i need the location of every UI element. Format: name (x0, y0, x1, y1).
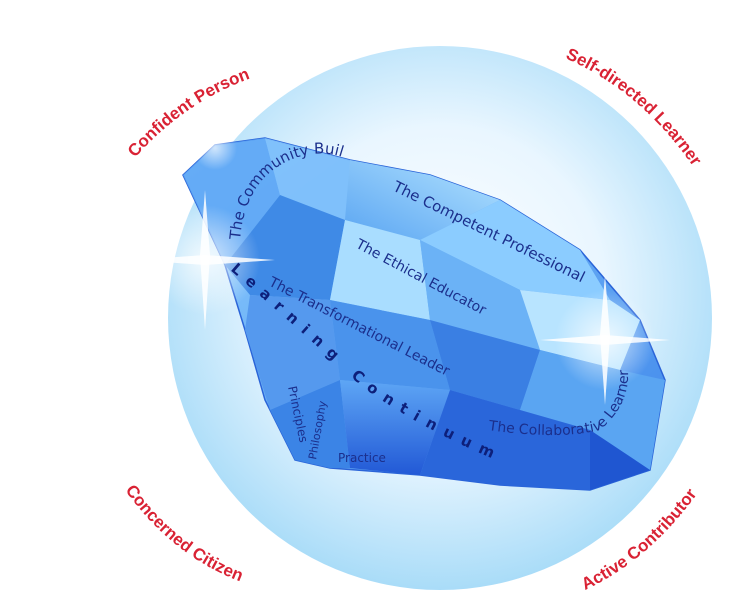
gem-facet (330, 300, 450, 390)
gem-facet (345, 160, 500, 240)
gem-facet (420, 200, 610, 300)
sparkle-left (135, 190, 275, 330)
gem-facet (420, 240, 540, 350)
gem-facet (430, 320, 540, 410)
gem-facet (340, 380, 450, 475)
outer-label-text: Concerned Citizen (122, 481, 246, 585)
outer-label-concerned-citizen: Concerned Citizen (122, 481, 246, 585)
gem-facet (330, 220, 430, 320)
sparkle-right (540, 275, 670, 405)
gem-facet (420, 390, 590, 490)
gem-facet (183, 138, 280, 265)
gem-facet (265, 138, 350, 220)
gem-facet (590, 430, 650, 490)
gem-facet (245, 295, 340, 410)
base-label-practice: Practice (338, 451, 386, 465)
gem-facet (270, 380, 350, 468)
sparkle-top (193, 126, 237, 170)
